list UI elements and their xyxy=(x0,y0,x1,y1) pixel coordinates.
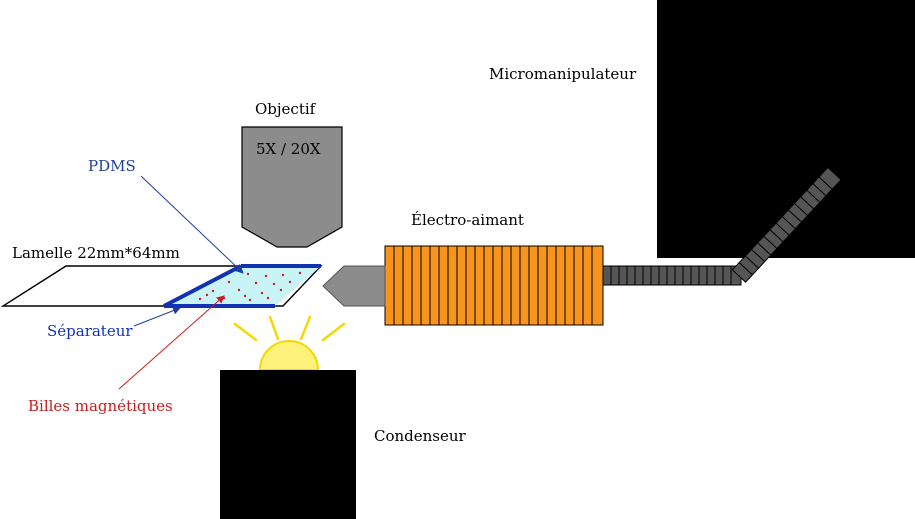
condenser-label: Condenseur xyxy=(374,427,467,445)
electromagnet-label: Électro-aimant xyxy=(411,211,524,229)
coverslip-label: Lamelle 22mm*64mm xyxy=(12,244,180,262)
separator-label: Séparateur xyxy=(47,322,133,340)
micromanipulator-label: Micromanipulateur xyxy=(489,65,637,83)
pdms-leader xyxy=(140,175,244,274)
micromanipulator-arm xyxy=(602,166,842,286)
beads-leader xyxy=(118,295,225,390)
objective-magnification: 5X / 20X xyxy=(256,140,321,158)
light-source xyxy=(233,315,346,371)
sample-chamber xyxy=(163,264,321,308)
electromagnet-coil xyxy=(384,245,604,326)
magnetic-beads xyxy=(198,271,302,302)
objective-lens xyxy=(241,126,343,248)
electromagnet-tip xyxy=(322,265,386,307)
separator-leader xyxy=(133,306,181,327)
pdms-label: PDMS xyxy=(88,157,136,175)
condenser-block xyxy=(220,370,356,519)
objective-label: Objectif xyxy=(255,100,317,118)
beads-label: Billes magnétiques xyxy=(28,397,173,415)
